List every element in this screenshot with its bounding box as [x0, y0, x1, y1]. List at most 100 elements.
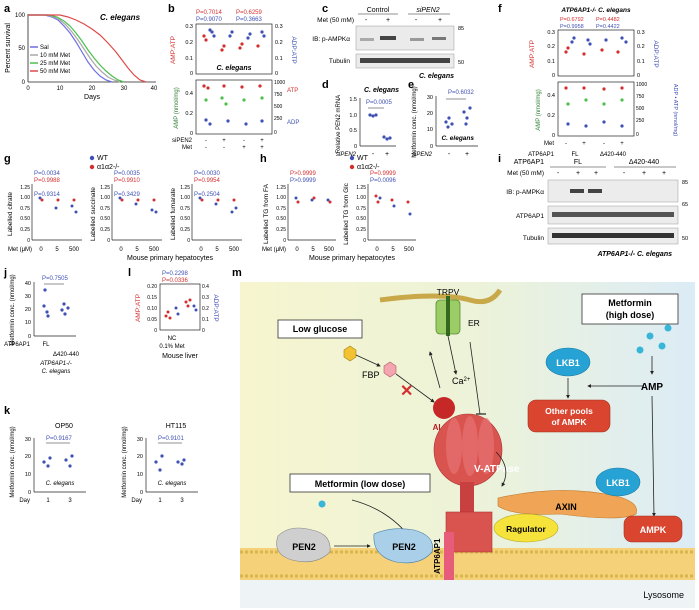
svg-text:500: 500: [636, 106, 645, 112]
svg-text:0.3: 0.3: [202, 295, 209, 301]
other-pools-ampk: [527, 399, 611, 433]
svg-text:+: +: [222, 138, 226, 144]
species-label: C. elegans: [100, 13, 141, 22]
svg-text:AMP:ATP: AMP:ATP: [135, 294, 142, 322]
svg-text:0: 0: [283, 238, 286, 244]
svg-text:+: +: [260, 145, 264, 151]
metformin-high-label: Metformin: [608, 298, 652, 308]
svg-text:C. elegans: C. elegans: [46, 481, 75, 487]
svg-text:0.50: 0.50: [20, 216, 30, 222]
inhibition-mark: ✕: [400, 383, 413, 400]
fbp-molecule: [383, 361, 397, 378]
svg-text:0.5: 0.5: [349, 128, 357, 134]
svg-text:P=0.9167: P=0.9167: [46, 436, 73, 442]
svg-text:0.2: 0.2: [547, 113, 555, 119]
panel-l: l P=0.2298 P=0.0336 AMP:ATP ADP:ATP 0.20…: [128, 267, 219, 360]
svg-text:0.15: 0.15: [147, 295, 157, 301]
svg-text:0.75: 0.75: [356, 206, 366, 212]
svg-text:b: b: [168, 3, 175, 15]
svg-text:0.25: 0.25: [100, 227, 110, 233]
svg-text:0: 0: [39, 247, 43, 253]
svg-text:0.1: 0.1: [547, 59, 555, 65]
svg-text:j: j: [3, 267, 7, 279]
svg-text:P=0.9954: P=0.9954: [194, 178, 221, 184]
svg-text:0.1: 0.1: [202, 317, 209, 323]
svg-text:Tubulin: Tubulin: [329, 58, 350, 65]
svg-text:0.25: 0.25: [20, 227, 30, 233]
svg-text:P=0.7505: P=0.7505: [42, 276, 69, 282]
svg-text:0: 0: [430, 144, 433, 150]
scatter-points: [202, 28, 266, 52]
svg-text:Tubulin: Tubulin: [523, 235, 544, 242]
svg-text:0: 0: [274, 130, 277, 136]
calcium-label: Ca2+: [452, 376, 471, 386]
svg-text:siPEN2: siPEN2: [172, 138, 193, 144]
svg-text:Labelled TG from FA: Labelled TG from FA: [263, 183, 270, 244]
svg-text:0.1: 0.1: [275, 56, 283, 62]
svg-text:30: 30: [25, 294, 31, 300]
svg-text:P=0.2298: P=0.2298: [162, 271, 189, 277]
svg-text:0.25: 0.25: [276, 227, 286, 233]
svg-text:0: 0: [637, 73, 640, 79]
panel-m: m Lysosome TRPV ER Low glucose FBP ✕ Ca2…: [232, 267, 695, 608]
svg-text:Ragulator: Ragulator: [506, 524, 546, 534]
svg-text:P=0.4482: P=0.4482: [596, 17, 620, 23]
svg-text:+: +: [662, 170, 666, 177]
svg-text:P=0.6032: P=0.6032: [448, 90, 475, 96]
svg-text:10: 10: [57, 86, 64, 92]
svg-text:50: 50: [458, 60, 464, 66]
svg-text:25 mM Met: 25 mM Met: [40, 61, 70, 67]
svg-text:P>0.9999: P>0.9999: [290, 178, 317, 184]
svg-text:-: -: [205, 138, 207, 144]
survival-curve-10mm: [28, 14, 121, 83]
panel-i: i ATP6AP1 FL Δ420-440 Met (50 mM) - + + …: [498, 153, 688, 258]
ampk-lysosome: [623, 515, 683, 543]
svg-text:P=0.0034: P=0.0034: [34, 171, 61, 177]
scatter-points: [564, 36, 628, 56]
svg-text:Metformin conc. (nmol/mg): Metformin conc. (nmol/mg): [412, 86, 418, 157]
svg-text:0: 0: [354, 144, 357, 150]
svg-text:Labelled succinate: Labelled succinate: [90, 187, 97, 241]
svg-text:0.2: 0.2: [185, 40, 193, 46]
svg-text:30: 30: [121, 86, 128, 92]
svg-text:Lysosome: Lysosome: [643, 590, 684, 600]
svg-text:+: +: [260, 138, 264, 144]
svg-text:Met: Met: [544, 141, 554, 147]
scatter-points: [202, 84, 264, 126]
lkb1-lysosome: [595, 467, 641, 497]
svg-text:0.3: 0.3: [547, 30, 555, 36]
svg-text:-: -: [372, 151, 375, 158]
svg-text:Mouse primary hepatocytes: Mouse primary hepatocytes: [127, 255, 213, 262]
svg-text:1.00: 1.00: [356, 195, 366, 201]
svg-text:0.3: 0.3: [185, 24, 193, 30]
svg-text:C. elegans: C. elegans: [441, 135, 474, 142]
svg-text:0: 0: [636, 132, 639, 138]
svg-text:d: d: [322, 79, 329, 91]
svg-text:g: g: [4, 153, 11, 165]
svg-text:Metformin conc. (nmol/mg): Metformin conc. (nmol/mg): [10, 426, 16, 497]
panel-e: e P=0.6032 Metformin conc. (nmol/mg) 30 …: [408, 79, 478, 158]
svg-text:ADP: ADP: [287, 120, 299, 126]
svg-text:0: 0: [107, 238, 110, 244]
svg-text:0.2: 0.2: [547, 44, 555, 50]
svg-text:1000: 1000: [274, 80, 285, 86]
svg-text:10 mM Met: 10 mM Met: [40, 53, 70, 59]
svg-text:1: 1: [46, 498, 50, 504]
svg-text:65: 65: [682, 202, 688, 208]
svg-text:0: 0: [28, 490, 31, 496]
svg-text:AMP:ATP: AMP:ATP: [529, 40, 536, 68]
svg-text:TRPV: TRPV: [437, 287, 460, 297]
svg-text:C. elegans: C. elegans: [158, 481, 187, 487]
svg-text:0.50: 0.50: [276, 216, 286, 222]
svg-text:P=0.4422: P=0.4422: [596, 24, 620, 30]
svg-text:10: 10: [137, 472, 143, 478]
svg-text:0: 0: [26, 86, 30, 92]
svg-text:50 mM Met: 50 mM Met: [40, 69, 70, 75]
svg-text:10: 10: [25, 320, 31, 326]
svg-text:ATP6AP1: ATP6AP1: [514, 159, 544, 166]
svg-text:500: 500: [69, 247, 80, 253]
svg-text:3: 3: [68, 498, 72, 504]
svg-text:V-ATPase: V-ATPase: [474, 464, 520, 475]
svg-text:0: 0: [22, 80, 26, 86]
svg-text:ADP:ATP: ADP:ATP: [290, 36, 297, 63]
